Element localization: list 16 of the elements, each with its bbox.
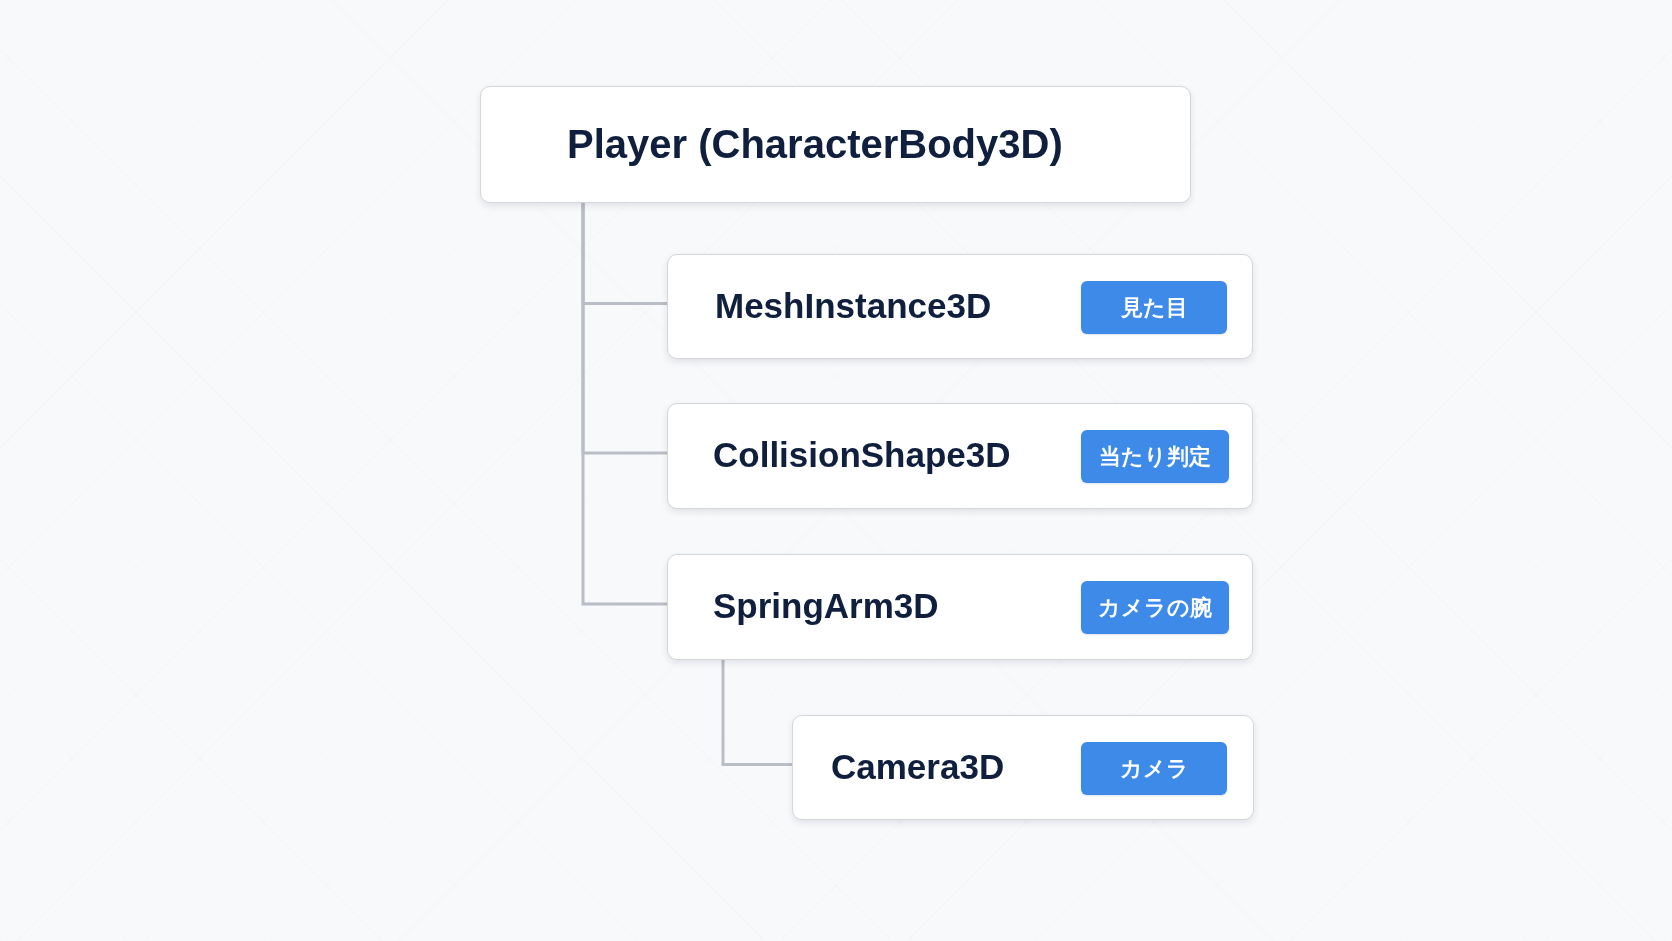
role-tag: カメラの腕 [1081,581,1229,634]
role-tag: 見た目 [1081,281,1227,334]
node-name: MeshInstance3D [715,284,992,327]
scene-node-card [667,254,1253,359]
node-name: SpringArm3D [713,585,939,627]
scene-node-card [667,403,1253,509]
scene-node-card [480,86,1191,203]
node-name: Player (CharacterBody3D) [567,120,1063,168]
node-name: Camera3D [831,745,1005,788]
tree-connector [581,203,667,606]
node-name: CollisionShape3D [713,434,1011,476]
role-tag: カメラ [1081,742,1227,795]
role-tag: 当たり判定 [1081,430,1229,483]
scene-node-card [792,715,1254,820]
tree-connector [721,660,792,766]
scene-node-card [667,554,1253,660]
